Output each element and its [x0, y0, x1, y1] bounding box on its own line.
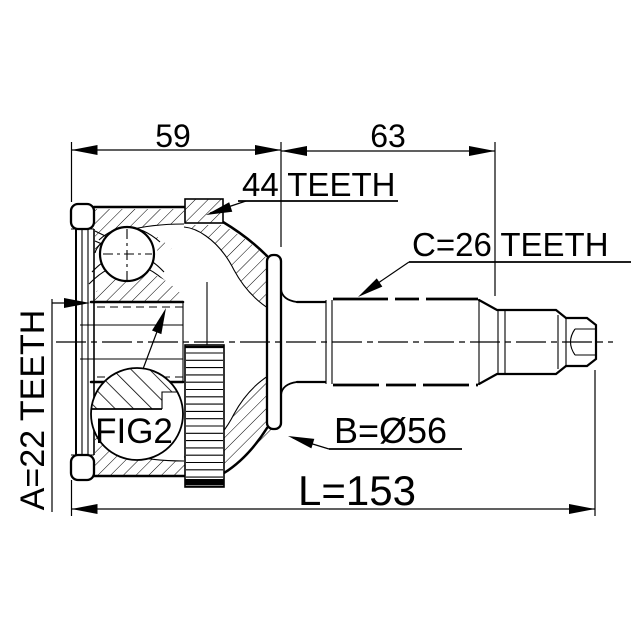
cage-wedge-right [156, 236, 172, 260]
abs-ring [184, 198, 225, 488]
shaft-step-top [477, 298, 568, 320]
abs-rack-dark-band [185, 479, 224, 485]
housing-back-wall-inner-edge [183, 226, 272, 311]
housing-bottom-wall-hatch [95, 431, 184, 475]
dimension-63: 63 [281, 118, 496, 296]
bearing-ball [98, 225, 156, 283]
abs-teeth-label: 44 TEETH [242, 166, 395, 203]
fig2-tooth-step [161, 391, 178, 409]
housing-back-wall-hatch [184, 225, 271, 310]
dim-59-label: 59 [155, 118, 191, 154]
fig2-circle [90, 367, 184, 461]
dim-length-label: L=153 [298, 467, 416, 514]
dim-length-extension-lines [70, 370, 596, 516]
label-outer-spline: C=26 TEETH [355, 226, 631, 302]
fig2-spline-hatch [91, 368, 178, 409]
housing-taper-bottom [222, 426, 269, 475]
shaft-step-bottom [477, 364, 568, 386]
ball-centerlines [103, 229, 152, 281]
flange-diameter-label: B=Ø56 [334, 410, 447, 451]
boot-lobe-top [69, 202, 96, 231]
neck-fillets [280, 288, 298, 396]
output-shaft [265, 253, 598, 431]
abs-teeth-rack [184, 344, 225, 488]
boot-lobe-bottom [69, 453, 96, 482]
dimension-length: L=153 [70, 370, 596, 516]
abs-ring-teeth-front-view [184, 344, 225, 488]
outer-spline-label: C=26 TEETH [412, 226, 609, 263]
fig2-label: FIG2 [95, 412, 173, 451]
tip-outline [564, 316, 598, 368]
housing-top-wall-hatch [95, 209, 184, 253]
inner-spline-label: A=22 TEETH [14, 310, 52, 511]
cv-joint-outer-race [69, 202, 272, 482]
label-flange-diameter: B=Ø56 [286, 410, 462, 451]
label-abs-teeth: 44 TEETH [204, 166, 398, 220]
housing-lower-back-wall-hatch [184, 374, 271, 470]
dim-59-extension-lines [70, 142, 282, 247]
label-inner-spline: A=22 TEETH [14, 298, 90, 512]
fig2-detail-view: FIG2 [90, 306, 184, 461]
neck-surface [295, 300, 327, 384]
abs-teeth-lines [186, 352, 223, 478]
housing-taper-top [221, 220, 269, 258]
dim-63-label: 63 [370, 118, 406, 154]
dimension-59: 59 [70, 118, 282, 247]
